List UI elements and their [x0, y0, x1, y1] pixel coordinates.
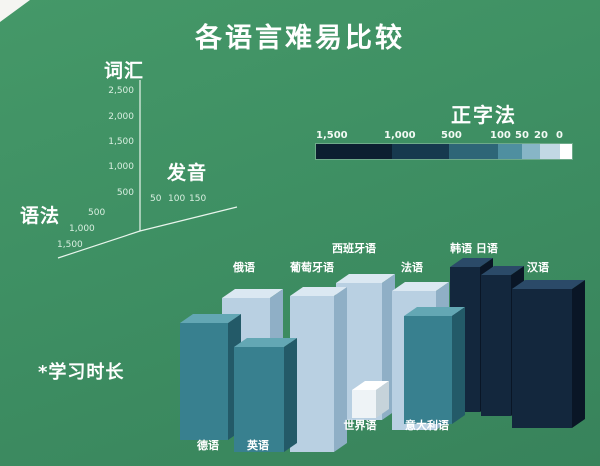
- legend-segment: [316, 144, 392, 159]
- bar-german: [180, 314, 241, 440]
- vocab-tick: 1,500: [108, 137, 134, 147]
- legend-segment: [449, 144, 498, 159]
- bar-label: 西班牙语: [332, 241, 376, 255]
- bar-esperanto: [352, 381, 389, 418]
- legend-segment: [498, 144, 522, 159]
- legend-segment: [560, 144, 572, 159]
- vocab-tick: 2,000: [108, 112, 134, 122]
- vocab-tick: 2,500: [108, 86, 134, 96]
- legend-tick: 20: [534, 130, 548, 141]
- legend-segment: [540, 144, 560, 159]
- footnote-study-duration: *学习时长: [38, 362, 125, 383]
- bar-label: 德语: [196, 438, 219, 452]
- pron-tick: 100: [168, 194, 186, 204]
- legend-title-orthography: 正字法: [451, 103, 517, 127]
- orthography-colorbar: [315, 143, 573, 160]
- bar-portuguese: [290, 287, 347, 452]
- bar-label: 葡萄牙语: [289, 260, 334, 274]
- legend-tick: 100: [490, 130, 511, 141]
- axis-label-pronunciation: 发音: [167, 162, 208, 184]
- chart-title: 各语言难易比较: [195, 23, 405, 54]
- axis-label-grammar: 语法: [20, 205, 61, 227]
- grammar-tick: 1,000: [69, 224, 95, 234]
- bar-english: [234, 338, 297, 452]
- legend-tick: 1,500: [316, 130, 348, 141]
- pron-tick: 50: [150, 194, 162, 204]
- legend-tick: 50: [515, 130, 529, 141]
- pron-tick: 150: [189, 194, 207, 204]
- page-curl-corner: [0, 0, 30, 22]
- legend-segment: [522, 144, 540, 159]
- grammar-tick: 1,500: [57, 240, 83, 250]
- bar-label: 意大利语: [405, 418, 449, 432]
- vocab-tick: 500: [116, 188, 134, 198]
- legend-segment: [392, 144, 449, 159]
- bar-chinese: [512, 280, 585, 428]
- legend-tick: 0: [556, 130, 563, 141]
- vocab-tick: 1,000: [108, 162, 134, 172]
- bar-label: 英语: [246, 438, 269, 452]
- axis-label-vocabulary: 词汇: [104, 60, 145, 82]
- legend-tick: 500: [441, 130, 462, 141]
- bar-label: 汉语: [527, 260, 549, 274]
- legend-tick: 1,000: [384, 130, 416, 141]
- bar-label: 世界语: [344, 418, 377, 432]
- bar-label: 法语: [401, 260, 423, 274]
- bar-label: 韩语 日语: [450, 241, 498, 255]
- grammar-tick: 500: [88, 208, 106, 218]
- bar-italian: [404, 307, 465, 424]
- bar-label: 俄语: [232, 260, 255, 274]
